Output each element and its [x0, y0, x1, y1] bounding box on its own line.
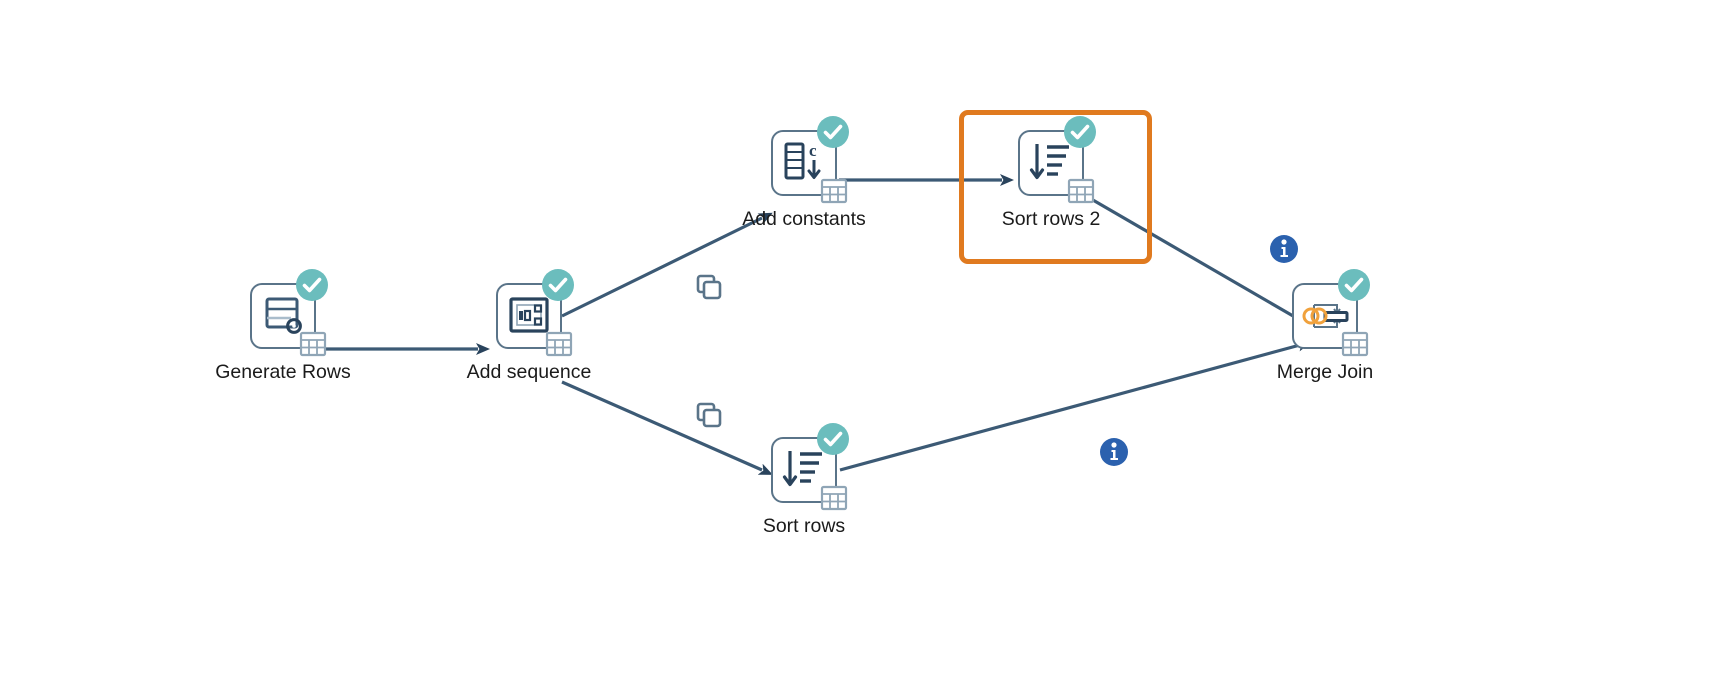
selection-box-sort-rows-2[interactable] [959, 110, 1152, 264]
check-icon [302, 277, 322, 293]
status-badge-success [542, 269, 574, 301]
grid-badge-icon [820, 485, 848, 511]
add-sequence-icon [509, 297, 549, 333]
status-badge-success [296, 269, 328, 301]
info-icon[interactable] [1269, 234, 1299, 264]
node-label-add-sequence: Add sequence [466, 361, 592, 383]
status-badge-success [1064, 116, 1096, 148]
merge-join-icon [1302, 304, 1349, 328]
node-add-constants[interactable]: c Add constants [742, 116, 866, 240]
check-icon [1070, 124, 1090, 140]
grid-badge-icon [545, 331, 573, 357]
grid-badge-icon [299, 331, 327, 357]
grid-badge-icon [1067, 178, 1095, 204]
status-badge-success [1338, 269, 1370, 301]
node-label-sort-rows: Sort rows [762, 515, 846, 537]
hop-sortrows2-to-merge[interactable] [1085, 194, 1311, 327]
status-badge-success [817, 116, 849, 148]
node-sort-rows[interactable]: Sort rows [763, 423, 849, 547]
sort-rows-icon [782, 451, 822, 487]
node-generate-rows[interactable]: Generate Rows [215, 269, 351, 393]
add-constants-icon: c [784, 141, 821, 180]
check-icon [548, 277, 568, 293]
node-label-generate-rows: Generate Rows [215, 361, 351, 383]
node-sort-rows-2[interactable]: Sort rows 2 [1002, 116, 1100, 240]
info-icon[interactable] [1099, 437, 1129, 467]
status-badge-success [817, 423, 849, 455]
check-icon [1344, 277, 1364, 293]
grid-badge-icon [820, 178, 848, 204]
hop-sortrows-to-merge[interactable] [839, 339, 1312, 472]
generate-rows-icon [265, 297, 302, 334]
node-add-sequence[interactable]: Add sequence [467, 269, 591, 393]
copy-icon[interactable] [694, 400, 724, 430]
copy-icon[interactable] [694, 272, 724, 302]
svg-text:c: c [809, 141, 817, 160]
node-label-sort-rows-2: Sort rows 2 [1001, 208, 1101, 230]
check-icon [823, 431, 843, 447]
node-label-add-constants: Add constants [742, 208, 866, 230]
grid-badge-icon [1341, 331, 1369, 357]
sort-rows-icon [1029, 144, 1069, 180]
hop-sequence-to-constants[interactable] [561, 212, 773, 318]
check-icon [823, 124, 843, 140]
node-merge-join[interactable]: Merge Join [1277, 269, 1373, 393]
node-label-merge-join: Merge Join [1276, 361, 1374, 383]
hop-sequence-to-sortrows[interactable] [561, 380, 773, 475]
